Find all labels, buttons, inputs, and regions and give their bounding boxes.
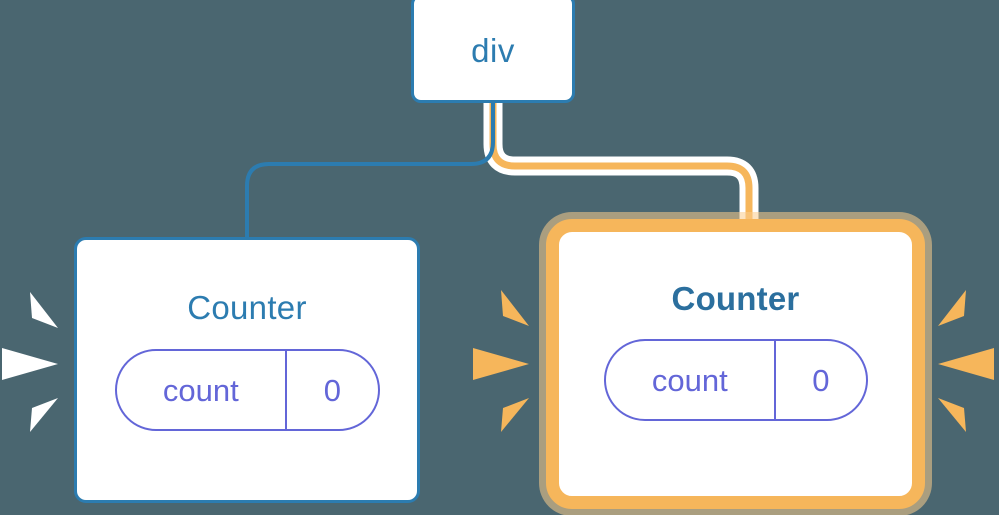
state-pill-key: count xyxy=(651,362,728,398)
node-counter-right[interactable]: Counter count 0 xyxy=(546,219,925,509)
state-pill-divider xyxy=(285,351,288,429)
node-div-label: div xyxy=(471,32,515,69)
edge-div-counter-right xyxy=(489,100,753,232)
state-pill-counter-right: count 0 xyxy=(603,339,868,421)
state-pill-divider xyxy=(774,341,777,419)
state-pill-value: 0 xyxy=(323,372,341,408)
node-counter-left[interactable]: Counter count 0 xyxy=(74,237,420,503)
node-counter-left-label: Counter xyxy=(187,289,307,326)
edge-div-counter-left xyxy=(245,100,495,240)
state-pill-counter-left: count 0 xyxy=(114,349,380,431)
state-pill-value: 0 xyxy=(812,362,830,398)
node-div[interactable]: div xyxy=(411,0,575,103)
node-counter-right-label: Counter xyxy=(671,280,800,317)
state-pill-key: count xyxy=(162,372,239,408)
